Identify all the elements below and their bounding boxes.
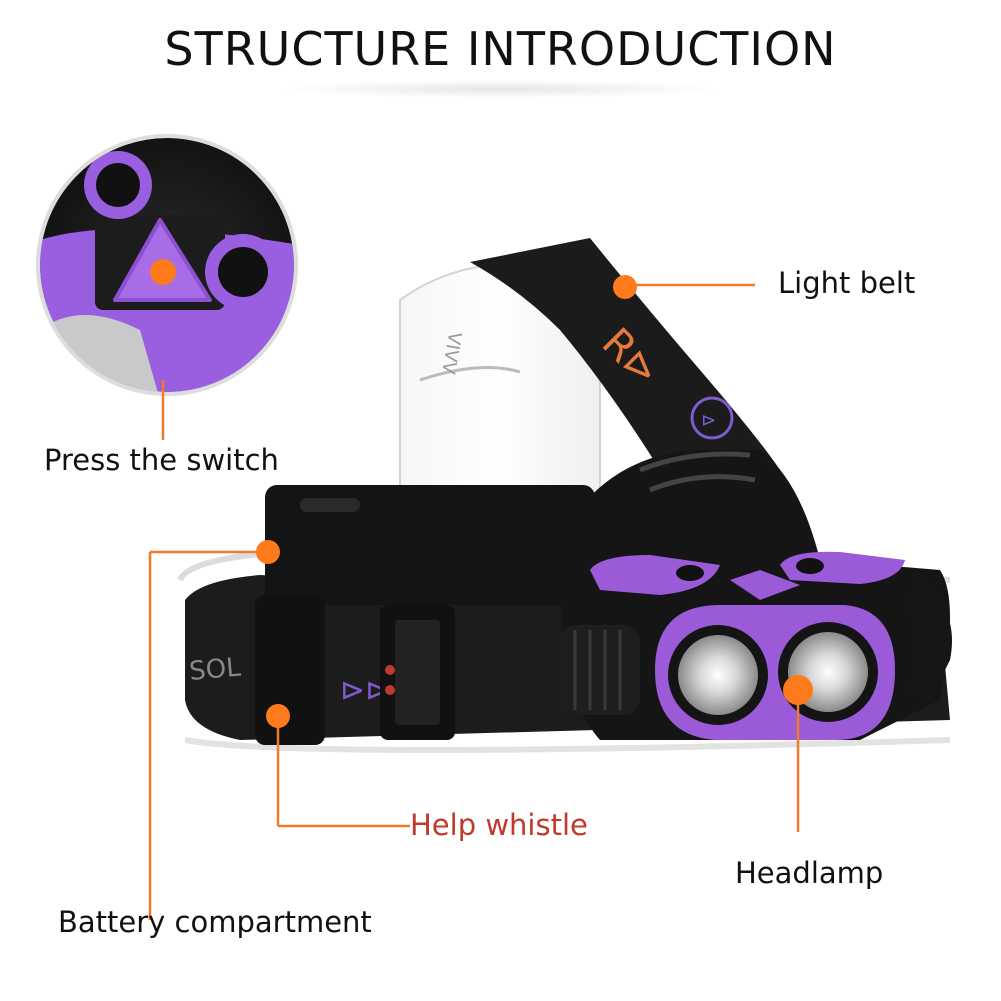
- light-belt-dot: [613, 275, 637, 299]
- title-shadow: [280, 80, 720, 98]
- battery-compartment-label: Battery compartment: [58, 905, 372, 939]
- page-title: STRUCTURE INTRODUCTION: [164, 22, 837, 76]
- help-whistle: [255, 595, 325, 745]
- svg-text:⊳: ⊳: [701, 410, 716, 431]
- lens-left: [678, 635, 758, 715]
- top-strap: [470, 238, 780, 470]
- svg-text:SOL: SOL: [188, 653, 242, 687]
- battery-dot: [256, 540, 280, 564]
- headlamp-label: Headlamp: [735, 856, 884, 890]
- whistle-dot: [266, 704, 290, 728]
- help-whistle-label: Help whistle: [410, 808, 588, 842]
- battery-compartment: [265, 485, 595, 605]
- callout-lines: [148, 283, 800, 920]
- light-belt-label: Light belt: [778, 266, 916, 300]
- callout-dots: [256, 275, 813, 728]
- callout-dot: [150, 259, 176, 285]
- press-switch-label: Press the switch: [44, 443, 279, 477]
- switch-closeup: [36, 134, 298, 396]
- headlamp-dot: [783, 675, 813, 705]
